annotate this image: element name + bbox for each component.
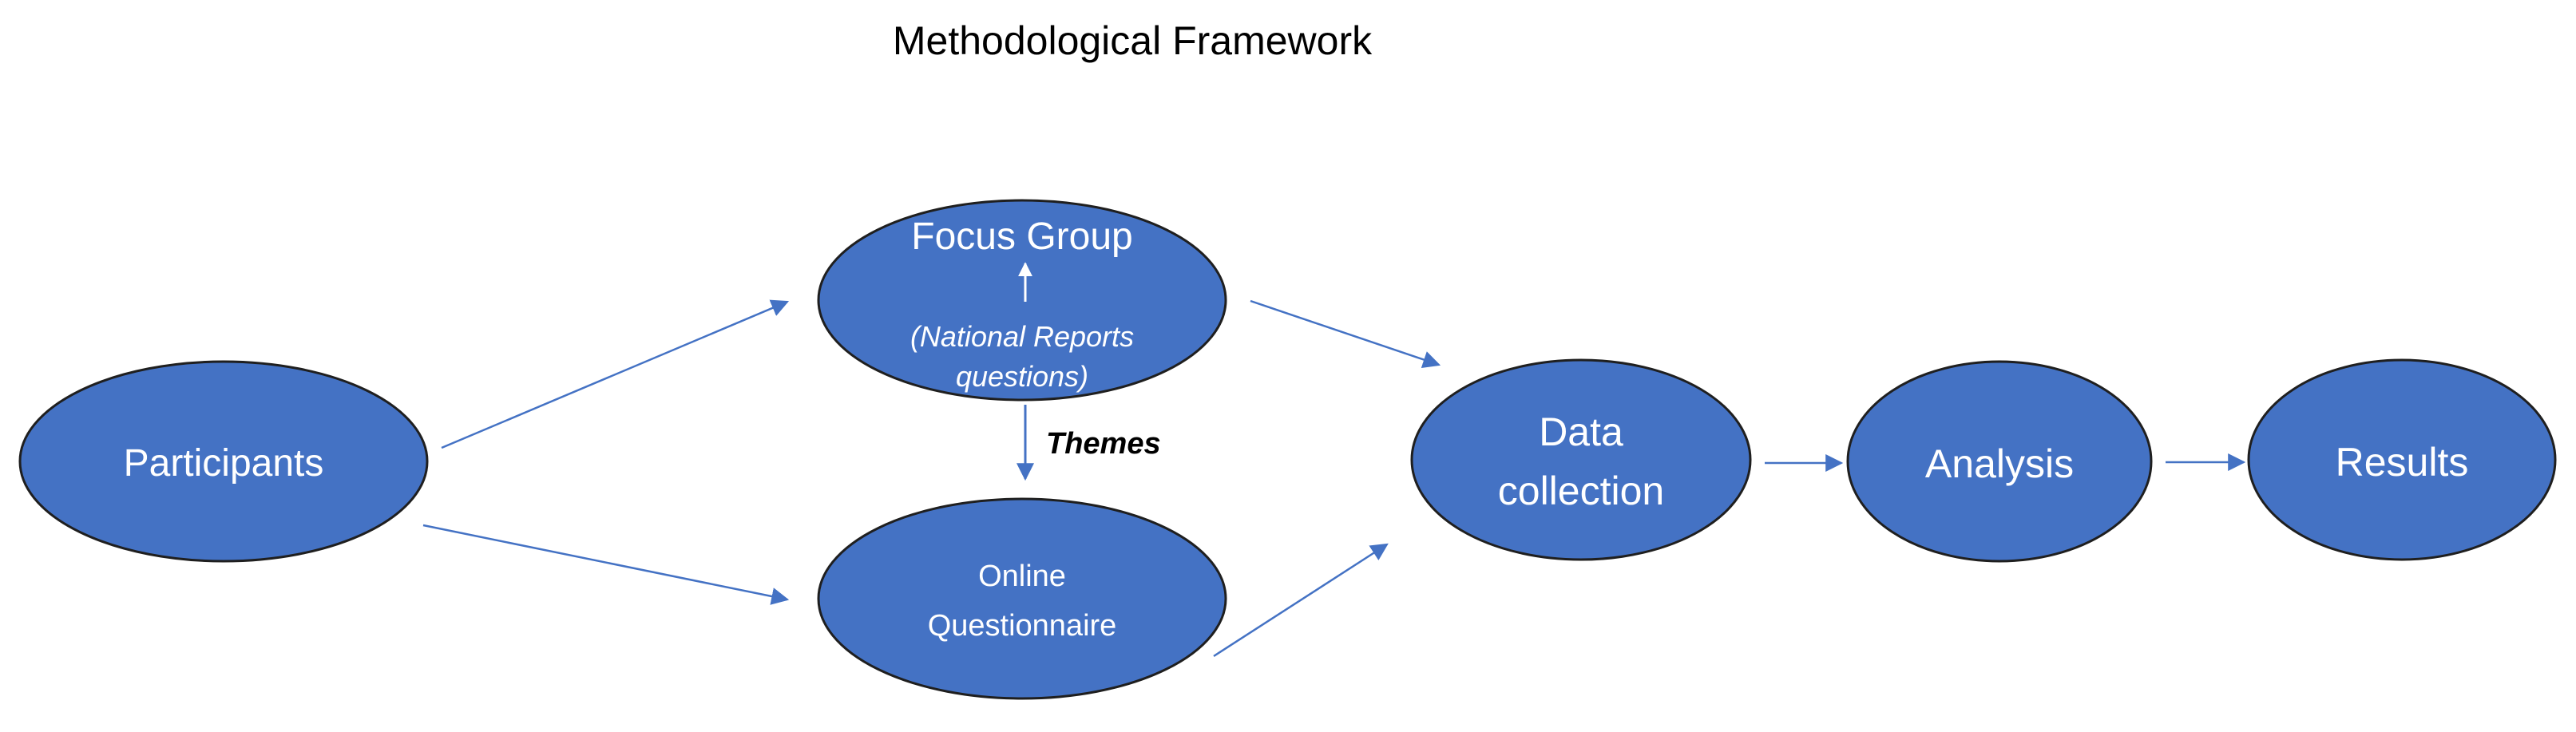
node-results-shape (2247, 358, 2557, 561)
node-results-label: Results (2336, 440, 2469, 485)
node-data-collection: Data collection (1410, 358, 1752, 561)
node-online-questionnaire: Online Questionnaire (817, 497, 1227, 700)
node-focus-group: Focus Group (National Reports questions) (817, 199, 1227, 402)
node-participants-shape (18, 360, 429, 563)
node-participants: Participants (18, 360, 429, 563)
diagram-title: Methodological Framework (893, 18, 1373, 63)
edge-themes-label: Themes (1046, 427, 1161, 461)
node-focus-group-sublabel-1: (National Reports (910, 320, 1134, 353)
node-online-questionnaire-shape (817, 497, 1227, 700)
edge-participants-to-focus-group (441, 299, 790, 449)
edge-questionnaire-to-data-collection (1213, 543, 1389, 658)
node-results: Results (2247, 358, 2557, 561)
node-analysis: Analysis (1846, 360, 2153, 563)
node-analysis-label: Analysis (1925, 441, 2074, 486)
node-online-questionnaire-label-2: Questionnaire (928, 609, 1117, 643)
node-focus-group-label: Focus Group (911, 216, 1132, 258)
node-participants-label: Participants (124, 442, 324, 485)
edge-focus-group-to-data-collection (1250, 299, 1441, 369)
node-focus-group-shape (817, 199, 1227, 402)
node-focus-group-sublabel-2: questions) (956, 360, 1088, 393)
node-data-collection-label-2: collection (1498, 469, 1664, 513)
node-data-collection-label-1: Data (1539, 410, 1623, 454)
node-data-collection-shape (1410, 358, 1752, 561)
node-analysis-shape (1846, 360, 2153, 563)
node-online-questionnaire-label-1: Online (978, 560, 1066, 593)
edge-participants-to-questionnaire (422, 524, 790, 605)
